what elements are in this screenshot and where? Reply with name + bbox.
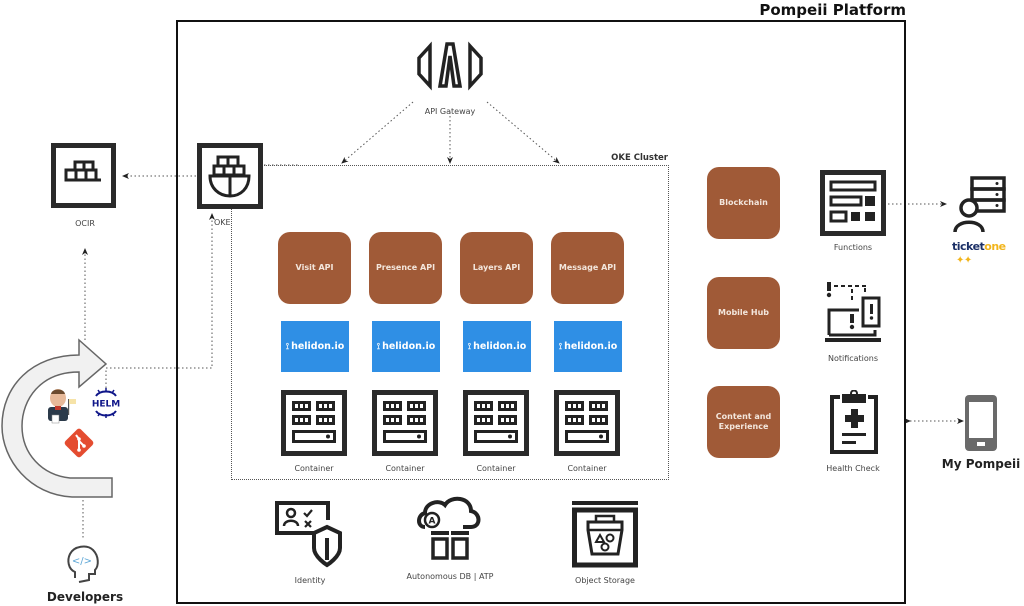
helidon-badge: ⟟helidon.io [281,321,349,372]
helidon-logo-icon: ⟟ [467,341,472,352]
container-icon[interactable] [372,390,438,456]
container-label: Container [385,464,425,473]
container-label: Container [294,464,334,473]
svg-text:A: A [429,517,436,527]
oke-cluster-boundary [231,165,669,480]
helidon-label: helidon.io [473,341,527,352]
ticketone-user-server-icon[interactable] [952,175,1008,235]
mobile-phone-icon[interactable] [965,395,997,451]
container-label: Container [476,464,516,473]
helidon-badge: ⟟helidon.io [372,321,440,372]
identity-label: Identity [294,576,326,585]
api-gateway-label: API Gateway [424,107,476,116]
identity-icon[interactable] [274,500,346,568]
ocir-label: OCIR [75,219,95,228]
helidon-logo-icon: ⟟ [285,341,290,352]
ticketone-logo-part1: ticket [952,240,985,253]
ticketone-logo-part2: one [984,240,1006,253]
object-storage-label: Object Storage [575,576,635,585]
jenkins-icon [46,385,76,425]
oke-icon[interactable] [197,143,263,209]
svg-text:</>: </> [72,556,92,567]
helidon-label: helidon.io [291,341,345,352]
ticketone-logo: ticketone ✦✦ [952,240,1024,266]
service-blockchain[interactable]: Blockchain [707,167,780,239]
git-icon [64,428,94,458]
container-label: Container [567,464,607,473]
functions-label: Functions [833,243,873,252]
notifications-label: Notifications [827,354,879,363]
registry-icon[interactable] [51,143,116,208]
my-pompeii-label: My Pompeii [941,457,1021,471]
object-storage-icon[interactable] [572,500,638,568]
service-presence-api[interactable]: Presence API [369,232,442,304]
health-check-label: Health Check [826,464,880,473]
container-icon[interactable] [463,390,529,456]
oke-label: OKE [214,218,231,227]
pompeii-platform-boundary [176,20,906,604]
service-visit-api[interactable]: Visit API [278,232,351,304]
developer-head-icon[interactable]: </> [65,542,103,584]
autonomous-db-icon[interactable]: A [415,495,485,561]
cicd-cycle-arrow-icon [0,330,115,498]
service-message-api[interactable]: Message API [551,232,624,304]
helidon-logo-icon: ⟟ [376,341,381,352]
sparkle-icon: ✦✦ [956,255,972,266]
helidon-label: helidon.io [564,341,618,352]
helidon-badge: ⟟helidon.io [554,321,622,372]
helidon-badge: ⟟helidon.io [463,321,531,372]
health-check-icon[interactable] [829,389,879,454]
container-icon[interactable] [554,390,620,456]
helm-label: HELM [92,400,120,410]
service-layers-api[interactable]: Layers API [460,232,533,304]
service-content-experience[interactable]: Content and Experience [707,386,780,458]
oke-cluster-title: OKE Cluster [611,153,668,163]
container-icon[interactable] [281,390,347,456]
helidon-label: helidon.io [382,341,436,352]
developers-label: Developers [46,590,124,604]
service-mobile-hub[interactable]: Mobile Hub [707,277,780,349]
api-gateway-icon[interactable] [416,38,484,94]
helm-icon: HELM [88,387,124,419]
helidon-logo-icon: ⟟ [558,341,563,352]
notifications-icon[interactable] [825,280,883,346]
autonomous-db-label: Autonomous DB | ATP [406,572,494,581]
platform-title: Pompeii Platform [759,1,906,19]
functions-icon[interactable] [820,170,886,236]
